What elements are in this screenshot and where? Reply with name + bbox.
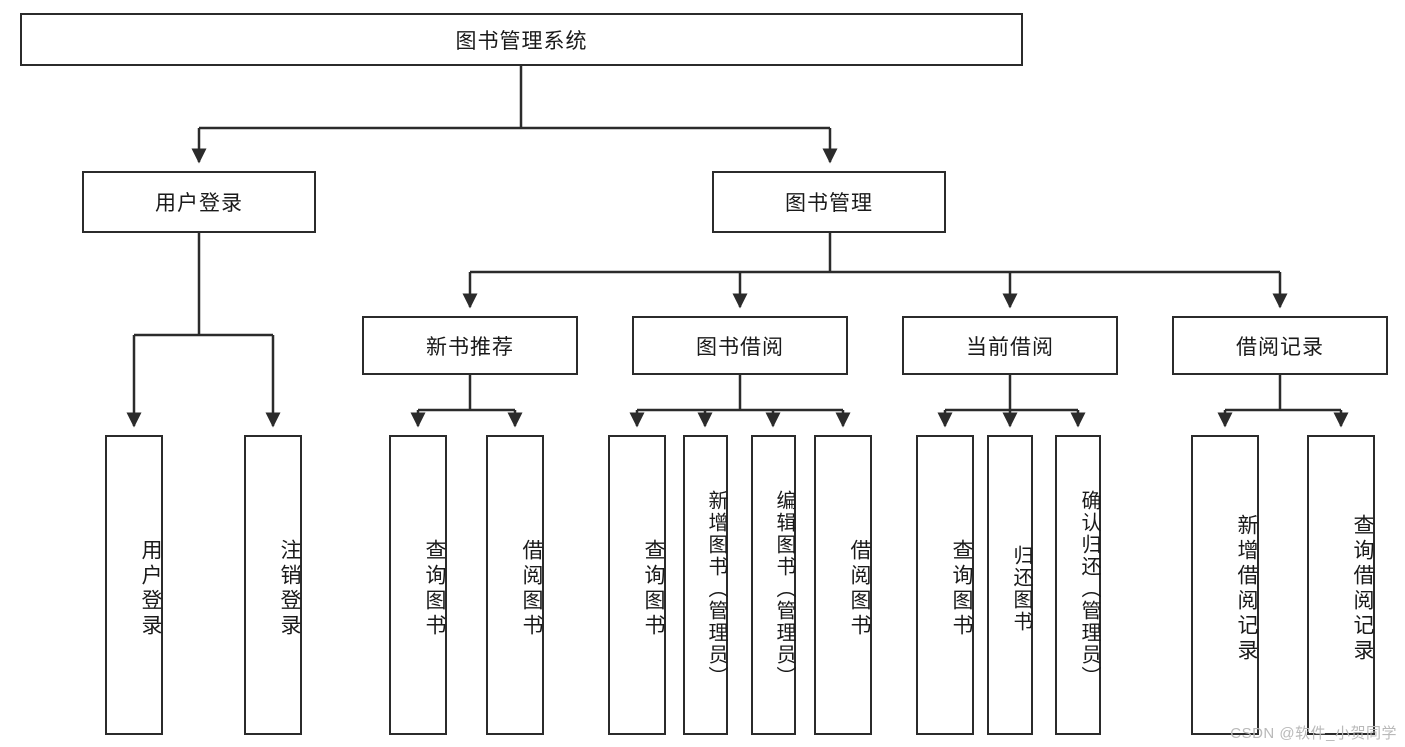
leaf-add-book-admin[interactable]: 新增图书（管理员）	[683, 435, 728, 735]
leaf-user-login[interactable]: 用户登录	[105, 435, 163, 735]
leaf-query-book-recommend[interactable]: 查询图书	[389, 435, 447, 735]
leaf-query-borrow-record[interactable]: 查询借阅记录	[1307, 435, 1375, 735]
node-book-borrow[interactable]: 图书借阅	[632, 316, 848, 375]
leaf-add-borrow-record[interactable]: 新增借阅记录	[1191, 435, 1259, 735]
node-user-login[interactable]: 用户登录	[82, 171, 316, 233]
leaf-query-book-current[interactable]: 查询图书	[916, 435, 974, 735]
node-new-book-recommend[interactable]: 新书推荐	[362, 316, 578, 375]
node-current-borrow[interactable]: 当前借阅	[902, 316, 1118, 375]
leaf-return-book[interactable]: 归还图书	[987, 435, 1033, 735]
node-root[interactable]: 图书管理系统	[20, 13, 1023, 66]
leaf-borrow-book[interactable]: 借阅图书	[814, 435, 872, 735]
leaf-confirm-return-admin[interactable]: 确认归还（管理员）	[1055, 435, 1101, 735]
leaf-query-book-borrow[interactable]: 查询图书	[608, 435, 666, 735]
leaf-edit-book-admin[interactable]: 编辑图书（管理员）	[751, 435, 796, 735]
leaf-borrow-book-recommend[interactable]: 借阅图书	[486, 435, 544, 735]
node-book-management[interactable]: 图书管理	[712, 171, 946, 233]
leaf-logout[interactable]: 注销登录	[244, 435, 302, 735]
node-borrow-record[interactable]: 借阅记录	[1172, 316, 1388, 375]
csdn-watermark: CSDN @软件_小贺同学	[1230, 725, 1397, 742]
